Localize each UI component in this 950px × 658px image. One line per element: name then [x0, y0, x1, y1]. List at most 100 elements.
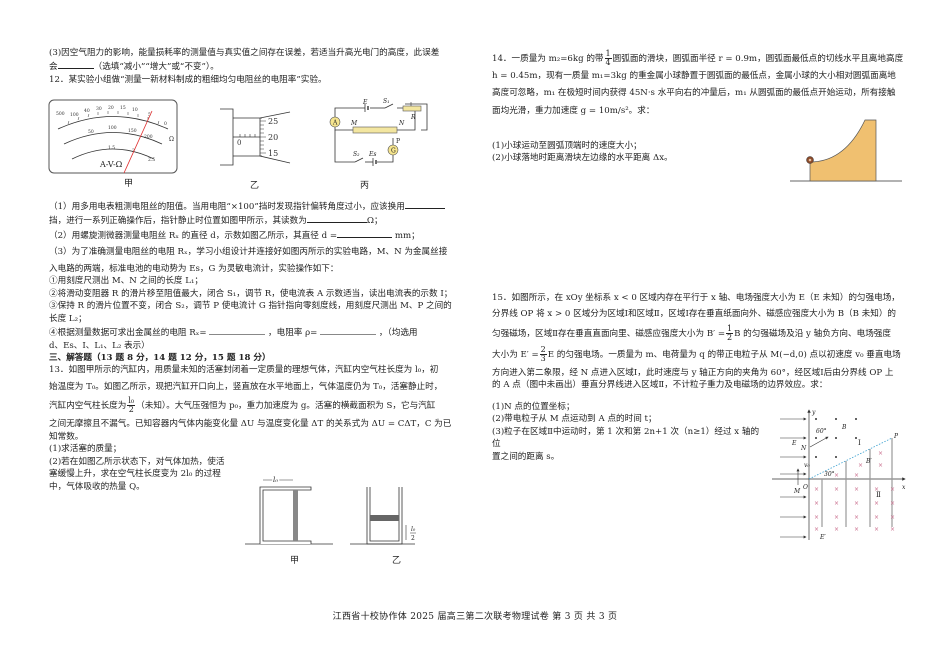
q14-part2: (2)小球落地时距离滑块左边缘的水平距离 Δx。 [492, 153, 673, 164]
label-Es: Es [368, 151, 376, 158]
answer-blank[interactable] [57, 59, 94, 70]
thimble-25: 25 [268, 117, 278, 126]
axis-y-label: y [811, 409, 816, 416]
answer-blank[interactable] [404, 199, 445, 209]
fig-caption-jia: 甲 [124, 179, 134, 189]
svg-text:×: × [834, 472, 839, 479]
svg-text:30: 30 [96, 106, 102, 112]
dim-l0: l₀ [273, 476, 278, 484]
q13-line4: 之间无摩擦且不漏气。已知容器内气体内能变化量 ΔU 与温度变化量 ΔT 的关系式… [49, 419, 452, 430]
thimble-15: 15 [268, 149, 278, 158]
q12-part3: （3）为了准确测量电阻丝的电阻 Rₓ，学习小组设计并连接好如图丙所示的实验电路，… [49, 247, 448, 258]
svg-text:×: × [878, 462, 883, 469]
q14-parts: (1)小球运动至圆弧顶端时的速度大小； (2)小球落地时距离滑块左边缘的水平距离… [492, 140, 772, 165]
angle-30-label: 30° [824, 471, 835, 478]
q15-body: 15．如图所示，在 xOy 坐标系 x < 0 区域内存在平行于 x 轴、电场强… [492, 292, 917, 392]
circuit-figure: A G E S₁ R M N P S₂ Es [329, 98, 428, 166]
svg-text:×: × [834, 514, 839, 521]
field-diagram: ××× ×× ××××× ××××× ××××× ××××× y x O M N… [772, 409, 906, 541]
svg-text:×: × [890, 526, 895, 533]
svg-text:×: × [834, 486, 839, 493]
q15-line6: 的 A 点（图中未画出）垂直分界线进入区域Ⅱ，不计粒子重力及电磁场的边界效应。求… [492, 380, 828, 391]
q13-line5: 知常数。 [49, 431, 84, 442]
q11-part3-cont: 会（选填“减小”“增大”或“不变”）。 [49, 59, 474, 73]
q13-part2c: 中，气体吸收的热量 Q。 [49, 481, 145, 492]
answer-blank[interactable] [320, 325, 377, 336]
region-I-label: Ⅰ [858, 439, 861, 447]
svg-text:15: 15 [120, 105, 126, 111]
field-B-label: B [841, 424, 847, 431]
step-3-cont: 长度 L₂； [49, 313, 87, 324]
step-1: ①用刻度尺测出 M、N 之间的长度 L₁； [49, 276, 203, 287]
label-P: P [396, 138, 400, 145]
origin-label: O [803, 484, 808, 491]
meter-label: A-V-Ω [99, 160, 123, 169]
q15-part1: (1)N 点的位置坐标； [492, 402, 575, 412]
label-E: E [362, 99, 368, 106]
q15-parts: (1)N 点的位置坐标； (2)带电粒子从 M 点运动到 A 点的时间 t； (… [492, 401, 762, 463]
svg-text:×: × [890, 500, 895, 507]
q13-part2a: (2)若在如图乙所示状态下，对气体加热，使活 [49, 456, 225, 467]
svg-text:0: 0 [164, 121, 167, 127]
svg-text:10: 10 [132, 107, 138, 113]
q12-part1: （1）用多用电表粗测电阻丝的阻值。当用电阻“×100”挡时发现指针偏转角度过小，… [49, 199, 474, 213]
field-E-prime-label: E′ [819, 534, 826, 541]
svg-text:×: × [834, 500, 839, 507]
q12-title: 12．某实验小组做“测量一新材料制成的粗细均匀电阻丝的电阻率”实验。 [49, 74, 327, 85]
svg-text:100: 100 [108, 125, 117, 131]
svg-text:×: × [854, 514, 859, 521]
section-heading: 三、解答题（13 题 8 分，14 题 12 分，15 题 18 分） [49, 352, 271, 363]
step-3: ③保持 R 的滑片位置不变，闭合 S₂，调节 P 使电流计 G 指针指向零刻度线… [49, 301, 452, 312]
field-B-prime-label: B′ [865, 458, 872, 465]
svg-text:×: × [854, 526, 859, 533]
q15-line5: 方向进入第二象限，经 N 点进入区域Ⅰ，此时速度与 y 轴正方向的夹角为 60°… [492, 367, 894, 378]
svg-text:×: × [890, 514, 895, 521]
svg-text:×: × [878, 450, 883, 457]
point-M-label: M [793, 488, 801, 495]
label-M: M [350, 120, 358, 127]
dim-l0-half-den: 2 [411, 535, 415, 542]
svg-text:×: × [814, 526, 819, 533]
svg-text:×: × [858, 462, 863, 469]
q13-part2b: 塞缓慢上升，求在空气柱长度变为 2l₀ 的过程 [49, 469, 221, 480]
step-2: ②将滑动变阻器 R 的滑片移至阻值最大，闭合 S₁，调节 R，使电流表 A 示数… [49, 288, 453, 299]
cylinder-figures: l₀ l₀ 2 [245, 475, 416, 545]
label-S1: S₁ [383, 98, 390, 105]
field-E-label: E [791, 440, 797, 447]
svg-text:1.5: 1.5 [108, 145, 115, 151]
answer-blank[interactable] [337, 228, 393, 238]
left-column: (3)因空气阻力的影响，能量损耗率的测量值与真实值之间存在误差，若适当升高光电门… [49, 47, 474, 86]
svg-text:×: × [834, 526, 839, 533]
q15-part3b: 置之间的距离 s。 [492, 451, 560, 462]
answer-blank[interactable] [306, 213, 367, 224]
meter-needle [123, 110, 153, 174]
point-N-label: N [800, 445, 807, 452]
svg-text:2.5: 2.5 [148, 157, 155, 163]
region-II-label: Ⅱ [876, 491, 881, 499]
svg-text:×: × [874, 514, 879, 521]
svg-text:5: 5 [148, 112, 151, 118]
label-N: N [398, 120, 405, 127]
v0-label: v₀ [804, 462, 810, 469]
svg-text:20: 20 [108, 105, 114, 111]
fig-caption-yi: 乙 [250, 181, 260, 191]
svg-text:100: 100 [70, 112, 79, 118]
slider-figure [790, 119, 902, 182]
svg-text:200: 200 [144, 134, 153, 140]
label-S2: S₂ [353, 151, 360, 158]
sleeve-zero: 0 [237, 139, 241, 147]
svg-text:×: × [854, 500, 859, 507]
step-4: ④根据测量数据可求出金属丝的电阻 Rₓ= ，电阻率 ρ= ，（均选用 [49, 325, 474, 339]
q12-body: （1）用多用电表粗测电阻丝的阻值。当用电阻“×100”挡时发现指针偏转角度过小，… [49, 199, 474, 493]
svg-text:150: 150 [128, 128, 137, 134]
answer-blank[interactable] [209, 325, 266, 336]
svg-text:×: × [814, 514, 819, 521]
